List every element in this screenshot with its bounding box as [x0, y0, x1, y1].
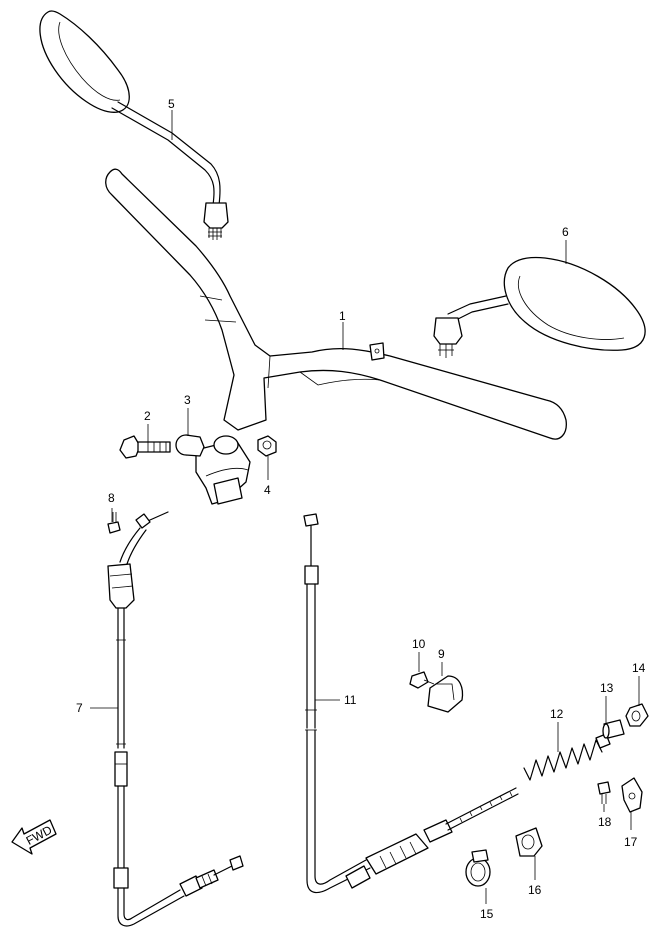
- label-4: 4: [264, 483, 271, 497]
- left-mirror[interactable]: [39, 10, 229, 240]
- throttle-cable[interactable]: [107, 511, 244, 927]
- label-5: 5: [168, 97, 175, 111]
- label-11: 11: [344, 693, 357, 707]
- fwd-arrow-icon: FWD: [11, 819, 57, 855]
- bolt-18[interactable]: [597, 781, 611, 804]
- label-18: 18: [598, 815, 612, 829]
- label-6: 6: [562, 225, 569, 239]
- nut-14[interactable]: [625, 703, 649, 727]
- label-8: 8: [108, 491, 115, 505]
- nut[interactable]: [257, 435, 277, 457]
- right-mirror[interactable]: [433, 256, 646, 358]
- label-17: 17: [624, 835, 638, 849]
- bolt[interactable]: [119, 435, 171, 459]
- label-1: 1: [339, 309, 346, 323]
- label-12: 12: [550, 707, 564, 721]
- screw-8[interactable]: [107, 512, 121, 534]
- bolt-10[interactable]: [409, 671, 435, 689]
- label-7: 7: [76, 701, 83, 715]
- bracket-17[interactable]: [621, 777, 643, 813]
- handlebar[interactable]: [105, 168, 567, 505]
- label-9: 9: [438, 647, 445, 661]
- label-3: 3: [184, 393, 191, 407]
- label-2: 2: [144, 409, 151, 423]
- label-15: 15: [480, 907, 494, 921]
- label-10: 10: [412, 637, 426, 651]
- leader-lines: [90, 110, 640, 904]
- label-16: 16: [528, 883, 542, 897]
- label-13: 13: [600, 681, 614, 695]
- spring-12[interactable]: [523, 733, 611, 781]
- part-labels: 5 6 1 2 3 4 8 7 11 9 10 12 13 14 15 16 1…: [76, 97, 646, 921]
- clamp-16[interactable]: [515, 827, 543, 857]
- label-14: 14: [632, 661, 646, 675]
- clutch-cable[interactable]: [303, 513, 519, 894]
- spacer[interactable]: [175, 434, 205, 457]
- clamp-15[interactable]: [465, 849, 491, 887]
- bracket-9[interactable]: [427, 675, 464, 713]
